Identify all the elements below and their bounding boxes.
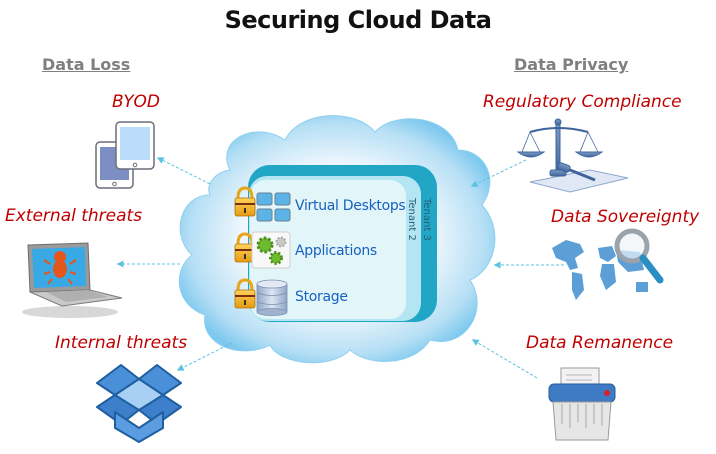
lock-icon-applications — [234, 232, 256, 263]
service-virtual-desktops: Virtual Desktops — [295, 198, 406, 214]
dropbox-icon — [96, 364, 182, 443]
tenant-3-label: Tenant 3 — [421, 198, 432, 241]
label-data-sovereignty: Data Sovereignty — [551, 207, 700, 227]
desktops-icon — [256, 192, 291, 222]
scales-of-justice-icon — [516, 118, 629, 193]
label-external-threats: External threats — [5, 206, 143, 226]
lock-icon-storage — [234, 278, 256, 309]
heading-data-loss: Data Loss — [42, 55, 131, 74]
label-data-remanence: Data Remanence — [526, 333, 674, 353]
gears-icon — [251, 231, 291, 269]
arrow-byod — [156, 157, 211, 185]
service-applications: Applications — [295, 243, 377, 259]
laptop-bug-icon — [22, 242, 123, 318]
arrow-internal-threats — [176, 342, 233, 371]
arrow-data-remanence — [471, 339, 538, 379]
shredder-icon — [548, 367, 616, 441]
diagram-title: Securing Cloud Data — [224, 6, 492, 34]
service-storage: Storage — [295, 289, 348, 305]
database-icon — [256, 279, 288, 316]
tablets-icon — [95, 121, 155, 189]
label-internal-threats: Internal threats — [55, 333, 188, 353]
tenant-2-label: Tenant 2 — [406, 198, 417, 241]
world-map-magnifier-icon — [552, 228, 664, 300]
lock-icon-virtual-desktops — [234, 186, 256, 217]
label-byod: BYOD — [112, 92, 160, 112]
heading-data-privacy: Data Privacy — [514, 55, 629, 74]
label-regulatory-compliance: Regulatory Compliance — [483, 92, 682, 112]
